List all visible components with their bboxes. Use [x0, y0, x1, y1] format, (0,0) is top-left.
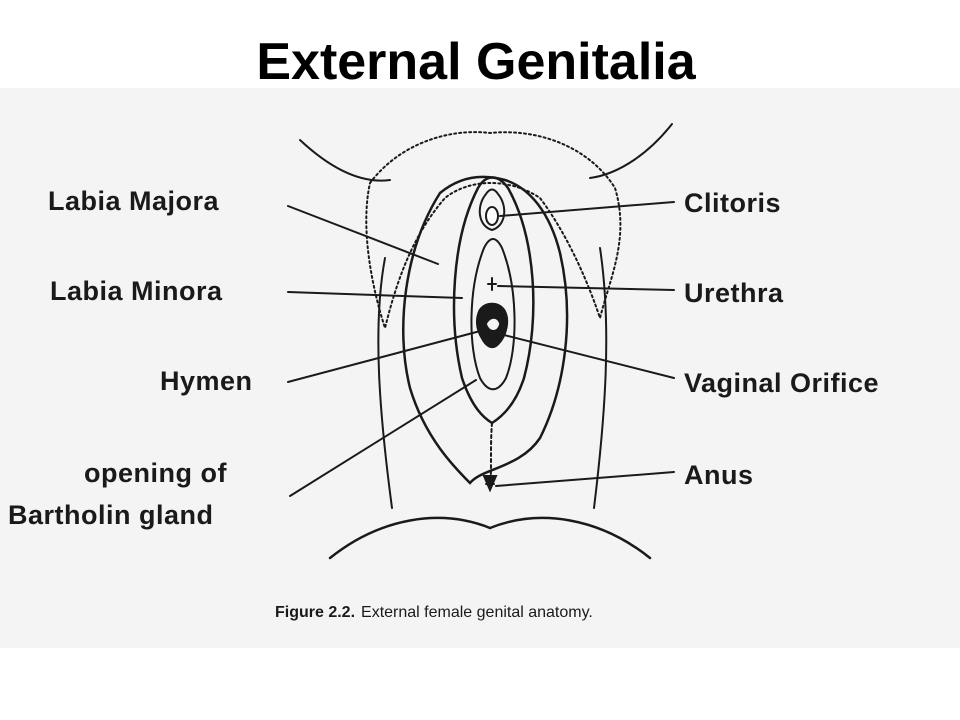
- left-groin-line: [299, 139, 391, 182]
- leader-hymen: [287, 329, 485, 383]
- labia-majora-outline: [402, 175, 569, 485]
- anatomy-illustration: [287, 123, 675, 560]
- hymen-shape: [485, 317, 501, 332]
- leader-bartholin: [289, 379, 477, 497]
- label-anus: Anus: [684, 460, 754, 490]
- left-thigh-line: [377, 257, 393, 509]
- anatomy-figure: Labia Majora Labia Minora Hymen opening …: [0, 88, 960, 648]
- leader-labia-majora: [287, 205, 439, 265]
- leader-clitoris: [499, 201, 675, 217]
- leader-anus: [495, 471, 675, 487]
- label-labia-minora: Labia Minora: [50, 276, 223, 306]
- right-thigh-line: [593, 247, 608, 509]
- label-vaginal-orifice: Vaginal Orifice: [684, 368, 880, 398]
- leader-vaginal-orifice: [499, 333, 675, 379]
- slide-title: External Genitalia: [256, 33, 696, 91]
- labia-minora-inner: [470, 238, 516, 391]
- label-labia-majora: Labia Majora: [48, 186, 220, 216]
- leader-urethra: [497, 285, 675, 291]
- figure-number: Figure 2.2.: [275, 604, 356, 621]
- label-clitoris: Clitoris: [684, 188, 782, 218]
- figure-caption-text: External female genital anatomy.: [361, 604, 593, 621]
- leader-labia-minora: [287, 291, 463, 299]
- label-bartholin-line1: opening of: [84, 458, 227, 488]
- clitoris-shape: [485, 206, 499, 226]
- left-buttock: [328, 516, 492, 560]
- right-groin-line: [589, 123, 673, 179]
- figure-caption: Figure 2.2. External female genital anato…: [275, 604, 593, 622]
- anus-shape: [482, 475, 498, 493]
- pubic-hair-outline: [365, 131, 622, 332]
- label-hymen: Hymen: [160, 366, 253, 396]
- labia-minora-outline: [452, 176, 535, 425]
- label-bartholin-line2: Bartholin gland: [8, 500, 214, 530]
- right-buttock: [488, 516, 652, 560]
- label-urethra: Urethra: [684, 278, 784, 308]
- urethra-shape: [487, 277, 497, 291]
